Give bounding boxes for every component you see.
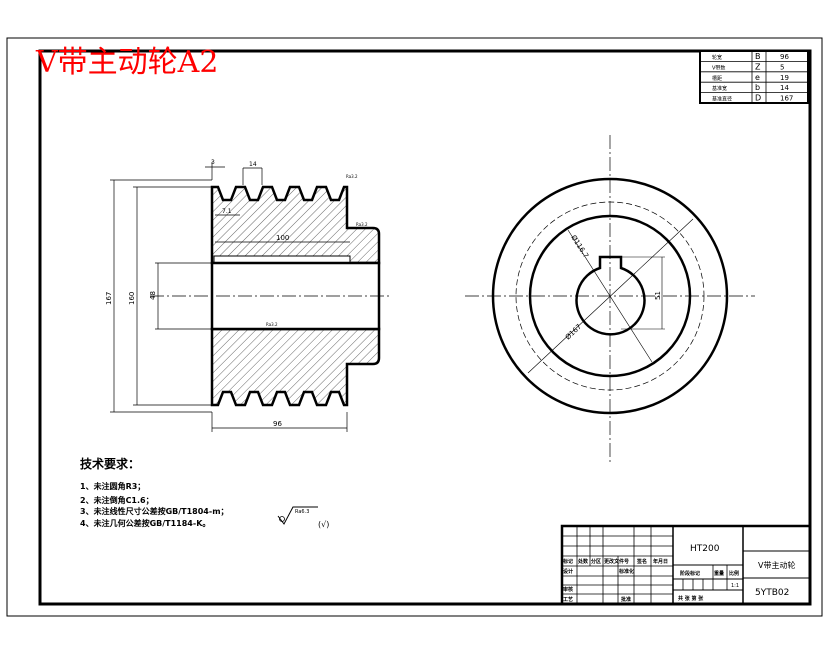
svg-text:V带主动轮: V带主动轮 xyxy=(758,560,795,570)
svg-text:比例: 比例 xyxy=(729,570,739,577)
param-name: 槽距 xyxy=(712,75,722,82)
param-symbol: e xyxy=(755,73,760,82)
param-value: 19 xyxy=(780,74,789,82)
hatched-section-top xyxy=(210,185,381,265)
svg-text:1、未注圆角R3；: 1、未注圆角R3； xyxy=(80,481,145,492)
param-name: 基准宽 xyxy=(712,85,727,92)
svg-text:4、未注几何公差按GB/T1184-K。: 4、未注几何公差按GB/T1184-K。 xyxy=(80,518,210,528)
param-symbol: b xyxy=(755,83,760,92)
svg-text:设计: 设计 xyxy=(563,568,573,575)
svg-text:160: 160 xyxy=(128,292,136,305)
end-view: Ø116.7 Ø167 51 xyxy=(465,135,755,462)
technical-requirements: 技术要求： 1、未注圆角R3； 2、未注倒角C1.6； 3、未注线性尺寸公差按G… xyxy=(80,456,329,529)
svg-text:Ø116.7: Ø116.7 xyxy=(569,234,590,260)
svg-text:(√): (√) xyxy=(318,520,329,529)
svg-text:重量: 重量 xyxy=(714,570,724,577)
param-name: 轮宽 xyxy=(712,54,722,61)
svg-text:签名: 签名 xyxy=(636,558,647,565)
svg-text:标准化: 标准化 xyxy=(618,568,634,575)
param-symbol: B xyxy=(755,52,761,61)
svg-text:技术要求：: 技术要求： xyxy=(80,456,140,471)
svg-text:HT200: HT200 xyxy=(690,544,720,554)
svg-text:Ø167: Ø167 xyxy=(564,323,583,342)
title-block-text: 标记 处数 分区 更改文件号 签名 年月日 设计 标准化 审核 工艺 批准 HT… xyxy=(562,544,795,603)
svg-text:Ra3.2: Ra3.2 xyxy=(266,322,278,327)
param-symbol: D xyxy=(755,94,761,103)
section-view: 167 160 48 96 100 3 14 7.1 Ra3.2 Ra3.2 R… xyxy=(105,159,392,432)
svg-text:3、未注线性尺寸公差按GB/T1804-m；: 3、未注线性尺寸公差按GB/T1804-m； xyxy=(80,506,229,517)
svg-text:更改文件号: 更改文件号 xyxy=(604,558,629,565)
drawing-title: V带主动轮A2 xyxy=(35,45,218,80)
svg-text:工艺: 工艺 xyxy=(563,596,573,603)
param-value: 167 xyxy=(780,95,793,103)
svg-text:Ra3.2: Ra3.2 xyxy=(356,222,368,227)
param-name: 基准直径 xyxy=(712,96,732,103)
svg-text:标记: 标记 xyxy=(562,558,573,565)
roughness-symbol xyxy=(277,506,318,525)
svg-text:167: 167 xyxy=(105,292,113,305)
param-symbol: Z xyxy=(755,62,761,71)
hatched-section-bottom xyxy=(210,327,381,407)
svg-text:14: 14 xyxy=(249,161,257,168)
svg-text:阶段标记: 阶段标记 xyxy=(680,570,700,577)
svg-text:3: 3 xyxy=(211,159,215,166)
svg-text:48: 48 xyxy=(149,291,157,300)
svg-text:共 张 第 张: 共 张 第 张 xyxy=(678,595,704,602)
svg-text:批准: 批准 xyxy=(621,596,631,603)
svg-text:96: 96 xyxy=(273,420,282,428)
param-value: 14 xyxy=(780,84,789,92)
param-value: 5 xyxy=(780,63,784,71)
svg-text:Ra3.2: Ra3.2 xyxy=(346,174,358,179)
outer-frame xyxy=(6,37,823,617)
param-value: 96 xyxy=(780,53,789,61)
svg-text:Ra6.3: Ra6.3 xyxy=(295,509,309,515)
svg-text:处数: 处数 xyxy=(577,558,589,565)
inner-frame xyxy=(38,49,812,606)
param-name: V带数 xyxy=(712,64,725,71)
title-block xyxy=(560,524,812,606)
svg-text:7.1: 7.1 xyxy=(222,208,232,215)
svg-text:审核: 审核 xyxy=(563,586,573,593)
svg-text:2、未注倒角C1.6；: 2、未注倒角C1.6； xyxy=(80,495,154,506)
svg-text:年月日: 年月日 xyxy=(653,558,668,565)
svg-text:51: 51 xyxy=(654,291,662,300)
svg-text:分区: 分区 xyxy=(591,558,601,565)
svg-text:1:1: 1:1 xyxy=(731,583,739,589)
svg-text:100: 100 xyxy=(276,234,289,242)
svg-text:5YTB02: 5YTB02 xyxy=(755,588,789,598)
